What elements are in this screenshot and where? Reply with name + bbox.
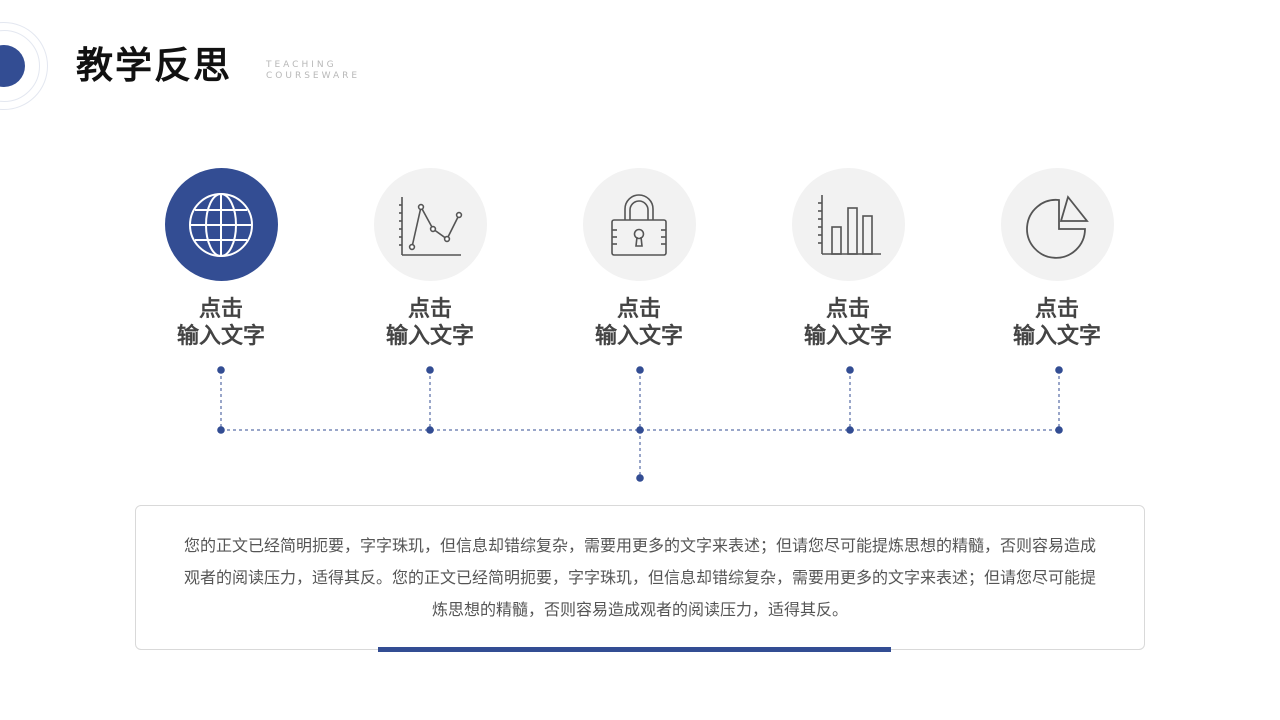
- item-label-line2: 输入文字: [1012, 324, 1101, 349]
- content-box: 您的正文已经简明扼要，字字珠玑，但信息却错综复杂，需要用更多的文字来表述；但请您…: [135, 505, 1145, 650]
- connector-dot: [636, 366, 644, 374]
- item-label-line1: 点击: [198, 297, 243, 322]
- item-lock[interactable]: 点击 输入文字: [559, 168, 719, 350]
- connector-dot: [426, 426, 434, 434]
- item-label-line2: 输入文字: [803, 324, 892, 349]
- item-circle[interactable]: [791, 168, 905, 281]
- body-text[interactable]: 您的正文已经简明扼要，字字珠玑，但信息却错综复杂，需要用更多的文字来表述；但请您…: [183, 536, 1096, 619]
- item-bar-chart[interactable]: 点击 输入文字: [768, 168, 928, 350]
- subtitle-line-1: TEACHING: [266, 60, 337, 70]
- item-label[interactable]: 点击 输入文字: [977, 296, 1137, 350]
- accent-bar: [378, 647, 891, 652]
- pie-chart-icon: [1026, 194, 1089, 259]
- subtitle-line-2: COURSEWARE: [266, 71, 361, 81]
- connector-dot: [1055, 426, 1063, 434]
- item-circle[interactable]: [373, 168, 487, 281]
- connector-dot: [426, 366, 434, 374]
- globe-icon: [189, 192, 253, 257]
- connector-dot: [217, 426, 225, 434]
- corner-decoration: [0, 22, 48, 110]
- connector-dot: [846, 366, 854, 374]
- item-line-chart[interactable]: 点击 输入文字: [350, 168, 510, 350]
- item-circle[interactable]: [164, 168, 278, 281]
- connector-dot: [636, 426, 644, 434]
- bar-chart-icon: [818, 194, 881, 255]
- item-label-line1: 点击: [407, 297, 452, 322]
- connector-dot: [846, 426, 854, 434]
- item-label-line2: 输入文字: [385, 324, 474, 349]
- line-chart-icon: [399, 196, 463, 256]
- item-globe[interactable]: 点击 输入文字: [141, 168, 301, 350]
- item-label-line1: 点击: [616, 297, 661, 322]
- page-subtitle: TEACHING COURSEWARE: [266, 60, 360, 82]
- item-circle[interactable]: [1000, 168, 1114, 281]
- connector-dot: [1055, 366, 1063, 374]
- connector-dot: [636, 474, 644, 482]
- item-circle[interactable]: [582, 168, 696, 281]
- item-label[interactable]: 点击 输入文字: [350, 296, 510, 350]
- item-label-line1: 点击: [825, 297, 870, 322]
- item-label[interactable]: 点击 输入文字: [768, 296, 928, 350]
- item-pie-chart[interactable]: 点击 输入文字: [977, 168, 1137, 350]
- item-label-line2: 输入文字: [594, 324, 683, 349]
- page-title: 教学反思: [76, 44, 232, 87]
- item-label-line2: 输入文字: [176, 324, 265, 349]
- connector-dot: [217, 366, 225, 374]
- item-label[interactable]: 点击 输入文字: [559, 296, 719, 350]
- lock-icon: [611, 193, 667, 256]
- item-label-line1: 点击: [1034, 297, 1079, 322]
- item-label[interactable]: 点击 输入文字: [141, 296, 301, 350]
